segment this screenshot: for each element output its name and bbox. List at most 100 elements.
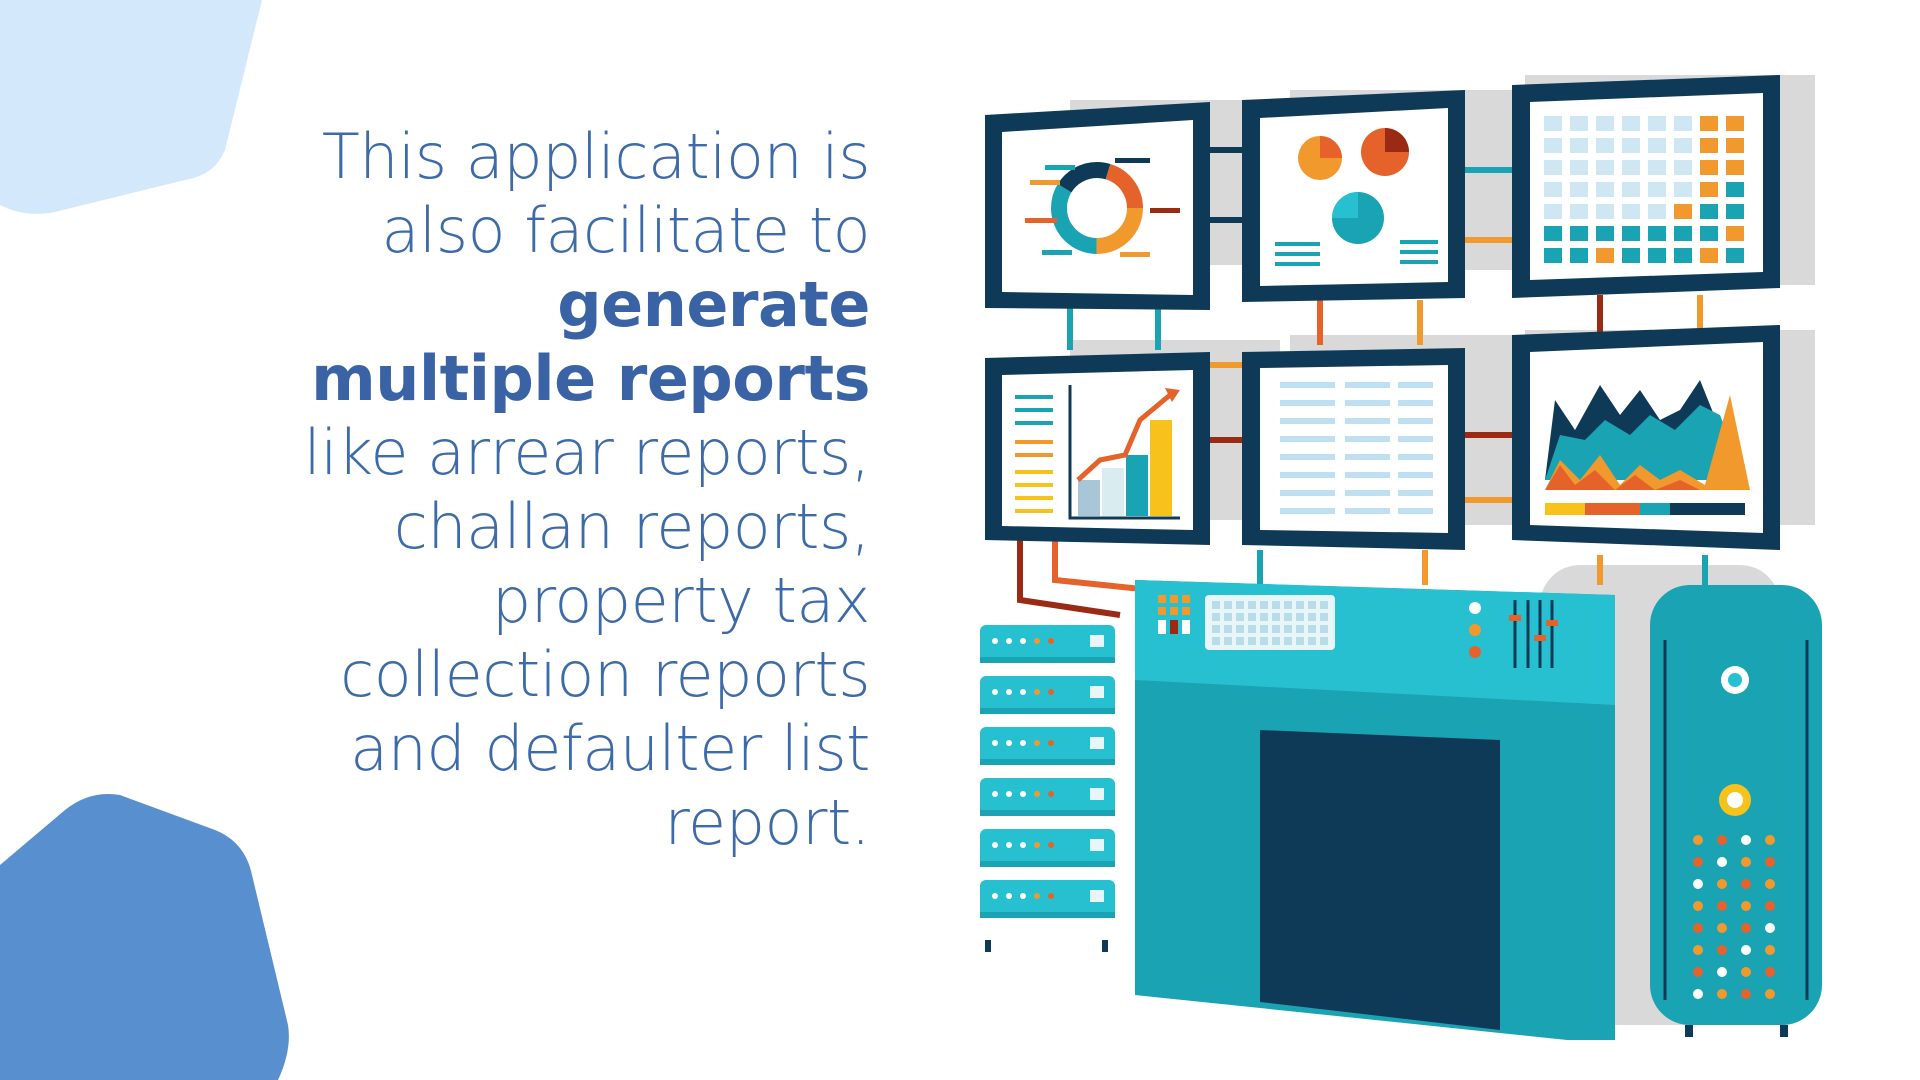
text-line-bar <box>1280 454 1335 460</box>
heatmap-cell <box>1622 182 1640 197</box>
monitor-growth-chart <box>985 352 1210 545</box>
rack-led <box>1006 893 1012 899</box>
heatmap-cell <box>1700 138 1718 153</box>
heatmap-cell <box>1648 226 1666 241</box>
rack-led <box>1034 893 1040 899</box>
rack-unit <box>980 829 1115 867</box>
tower-led <box>1717 835 1727 845</box>
tower-led <box>1741 879 1751 889</box>
tower-led <box>1717 967 1727 977</box>
heatmap-cell <box>1570 160 1588 175</box>
key <box>1272 601 1280 609</box>
key <box>1284 613 1292 621</box>
text-line-bar <box>1345 382 1390 388</box>
key <box>1296 637 1304 645</box>
tower-led <box>1717 945 1727 955</box>
rack-unit <box>980 880 1115 918</box>
tower-led <box>1741 857 1751 867</box>
tower-led <box>1741 945 1751 955</box>
rack-led <box>1048 689 1054 695</box>
text-line-bar <box>1280 508 1335 514</box>
text-line-6: challan reports, <box>393 490 871 563</box>
tower-led <box>1693 901 1703 911</box>
rack-unit <box>980 676 1115 714</box>
heatmap-cell <box>1544 182 1562 197</box>
key <box>1212 613 1220 621</box>
tower-led <box>1693 879 1703 889</box>
text-line-9: and defaulter list <box>350 712 870 785</box>
rack-switch <box>1090 686 1104 698</box>
rack-foot <box>985 940 991 952</box>
key <box>1284 637 1292 645</box>
text-line-2: also facilitate to <box>381 194 871 267</box>
rack-led <box>1034 740 1040 746</box>
rack-led <box>992 842 998 848</box>
tower-led <box>1693 967 1703 977</box>
text-line-bar <box>1280 418 1335 424</box>
key <box>1308 613 1316 621</box>
key <box>1260 625 1268 633</box>
text-line-bar <box>1280 472 1335 478</box>
key <box>1248 601 1256 609</box>
heatmap-cell <box>1622 160 1640 175</box>
key <box>1236 625 1244 633</box>
key <box>1212 625 1220 633</box>
tower-led <box>1765 989 1775 999</box>
heatmap-cell <box>1544 248 1562 263</box>
tower-led <box>1765 945 1775 955</box>
rack-unit-edge <box>980 861 1115 867</box>
key <box>1284 625 1292 633</box>
rack-led <box>1034 689 1040 695</box>
heatmap-cell <box>1674 248 1692 263</box>
heatmap-cell <box>1596 182 1614 197</box>
tower-server <box>1650 585 1822 1037</box>
heatmap-cell <box>1596 226 1614 241</box>
key <box>1272 613 1280 621</box>
rack-unit <box>980 727 1115 765</box>
key <box>1260 601 1268 609</box>
heatmap-cell <box>1700 248 1718 263</box>
control-room-illustration <box>980 75 1822 1040</box>
key <box>1296 601 1304 609</box>
heatmap-cell <box>1700 182 1718 197</box>
rack-unit-edge <box>980 657 1115 663</box>
key <box>1320 625 1328 633</box>
heatmap-cell <box>1726 226 1744 241</box>
text-line-5: like arrear reports, <box>303 416 871 489</box>
heatmap-cell <box>1622 204 1640 219</box>
monitor-text-list <box>1242 348 1465 550</box>
text-line-4-bold: multiple reports <box>311 342 870 415</box>
heatmap-cell <box>1570 138 1588 153</box>
monitor-donut-chart <box>985 102 1210 310</box>
server-rack-left <box>980 625 1115 952</box>
key <box>1308 601 1316 609</box>
heatmap-cell <box>1622 138 1640 153</box>
heatmap-cell <box>1700 204 1718 219</box>
rack-led <box>1020 791 1026 797</box>
text-line-bar <box>1280 400 1335 406</box>
heatmap-cell <box>1596 116 1614 131</box>
text-line-bar <box>1398 508 1433 514</box>
rack-led <box>1034 791 1040 797</box>
heatmap-cell <box>1648 116 1666 131</box>
key <box>1236 601 1244 609</box>
rack-unit <box>980 625 1115 663</box>
key <box>1248 637 1256 645</box>
text-line-bar <box>1398 436 1433 442</box>
tower-led <box>1693 835 1703 845</box>
rack-led <box>1006 740 1012 746</box>
heatmap-cell <box>1726 204 1744 219</box>
text-line-1: This application is <box>321 120 871 193</box>
rack-led <box>1048 842 1054 848</box>
key <box>1284 601 1292 609</box>
tower-led <box>1693 923 1703 933</box>
heatmap-cell <box>1622 116 1640 131</box>
heatmap-cell <box>1674 116 1692 131</box>
heatmap-cell <box>1726 160 1744 175</box>
tower-led <box>1765 923 1775 933</box>
heatmap-cell <box>1544 116 1562 131</box>
rack-switch <box>1090 737 1104 749</box>
heatmap-cell <box>1570 116 1588 131</box>
monitor-pie-charts <box>1242 90 1465 302</box>
tower-led <box>1693 857 1703 867</box>
